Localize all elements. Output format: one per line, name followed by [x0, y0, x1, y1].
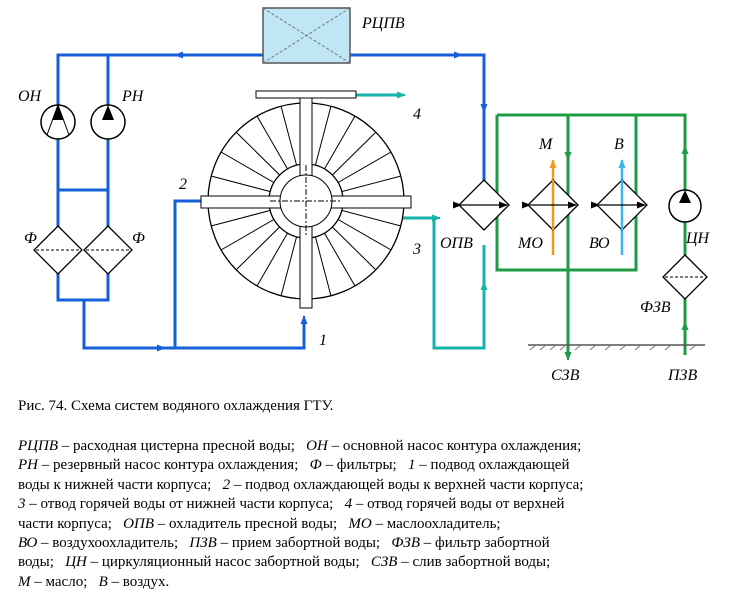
legend-text: – прием забортной воды; — [216, 535, 392, 552]
sea-water-filter-icon — [662, 254, 708, 300]
legend-line-5: части корпуса; ОПВ – охладитель пресной … — [18, 515, 723, 534]
air-cooler-label: ВО — [589, 235, 610, 252]
legend-text: – воздухоохладитель; — [37, 535, 190, 552]
legend-term: 3 — [18, 496, 26, 513]
oil-cooler-label: МО — [517, 235, 543, 252]
main-pump-label: ОН — [18, 88, 43, 105]
left-filter-label: Ф — [24, 230, 37, 247]
sea-intake-label: ПЗВ — [667, 367, 697, 384]
legend-text: – масло; — [30, 573, 99, 590]
circulation-pump-icon — [668, 189, 702, 223]
legend-term: ФЗВ — [391, 535, 420, 552]
legend-text: – охладитель пресной воды; — [154, 515, 349, 532]
legend-term: М — [18, 573, 31, 590]
port-3-label: 3 — [412, 241, 421, 258]
fresh-water-cooler-label: ОПВ — [440, 235, 473, 252]
port-2-label: 2 — [179, 176, 187, 193]
figure-caption: Рис. 74. Схема систем водяного охлаждени… — [18, 398, 334, 414]
reserve-pump-icon — [90, 104, 126, 140]
legend-text: – отвод горячей воды от нижней части кор… — [25, 496, 345, 513]
main-pump-icon — [40, 103, 76, 140]
hull-line — [528, 344, 705, 351]
legend-text: – фильтр забортной — [419, 535, 550, 552]
fresh-water-cooler-icon — [453, 179, 510, 231]
legend-term: В — [98, 573, 108, 590]
legend-term: ПЗВ — [189, 535, 217, 552]
legend-text: – слив забортной воды; — [397, 554, 551, 571]
figure-legend: РЦПВ – расходная цистерна пресной воды; … — [18, 437, 723, 592]
air-label: В — [614, 136, 624, 153]
legend-text: – подвод охлаждающей воды к верхней част… — [230, 476, 584, 493]
sea-discharge-label: СЗВ — [551, 367, 580, 384]
legend-text: – воздух. — [107, 573, 170, 590]
cooling-system-diagram: РЦПВ ОН РН Ф Ф — [18, 7, 711, 384]
left-filter-icon — [33, 225, 83, 275]
legend-text: – основной насос контура охлаждения; — [327, 438, 582, 454]
right-filter-label: Ф — [132, 230, 145, 247]
legend-text: – фильтры; — [321, 457, 408, 474]
port-1-label: 1 — [319, 332, 327, 349]
legend-line-6: ВО – воздухоохладитель; ПЗВ – прием забо… — [18, 534, 723, 553]
circulation-pump-label: ЦН — [685, 230, 711, 247]
legend-line-8: М – масло; В – воздух. — [18, 573, 723, 592]
legend-line-3: воды к нижней части корпуса; 2 – подвод … — [18, 476, 723, 495]
legend-line-1: РЦПВ – расходная цистерна пресной воды; … — [18, 437, 723, 456]
legend-text: – циркуляционный насос забортной воды; — [86, 554, 371, 571]
legend-term: ОН — [306, 438, 328, 454]
turbine-casing-icon — [200, 90, 412, 309]
fresh-water-tank — [262, 7, 351, 64]
legend-term: РЦПВ — [18, 438, 58, 454]
air-cooler-icon — [591, 159, 648, 255]
legend-term: ВО — [18, 535, 38, 552]
legend-term: 1 — [407, 457, 416, 474]
hot-water-flow-arrows — [380, 91, 488, 300]
sea-water-filter-label: ФЗВ — [640, 299, 671, 316]
legend-text: – отвод горячей воды от верхней — [352, 496, 565, 513]
legend-term: РН — [18, 457, 38, 474]
legend-text: – расходная цистерна пресной воды; — [58, 438, 307, 454]
legend-term: ОПВ — [123, 515, 154, 532]
oil-cooler-icon — [522, 159, 579, 255]
legend-term: СЗВ — [370, 554, 398, 571]
legend-term: Ф — [309, 457, 322, 474]
legend-term: ЦН — [65, 554, 87, 571]
oil-label: М — [538, 136, 554, 153]
legend-line-4: 3 – отвод горячей воды от нижней части к… — [18, 495, 723, 514]
port-4-label: 4 — [413, 106, 421, 123]
legend-text: – маслоохладитель; — [371, 515, 501, 532]
legend-line-2: РН – резервный насос контура охлаждения;… — [18, 456, 723, 475]
legend-line-7: воды; ЦН – циркуляционный насос забортно… — [18, 553, 723, 572]
legend-term: 2 — [222, 476, 231, 493]
legend-text: – подвод охлаждающей — [415, 457, 570, 474]
right-filter-icon — [83, 225, 133, 275]
reserve-pump-label: РН — [121, 88, 145, 105]
legend-text: части корпуса; — [18, 515, 124, 532]
legend-text: воды к нижней части корпуса; — [18, 476, 223, 493]
legend-text: – резервный насос контура охлаждения; — [38, 457, 310, 474]
sea-water-flow-arrows — [564, 130, 689, 361]
legend-term: 4 — [344, 496, 353, 513]
legend-term: МО — [348, 515, 372, 532]
tank-label: РЦПВ — [361, 15, 405, 32]
legend-text: воды; — [18, 554, 66, 571]
